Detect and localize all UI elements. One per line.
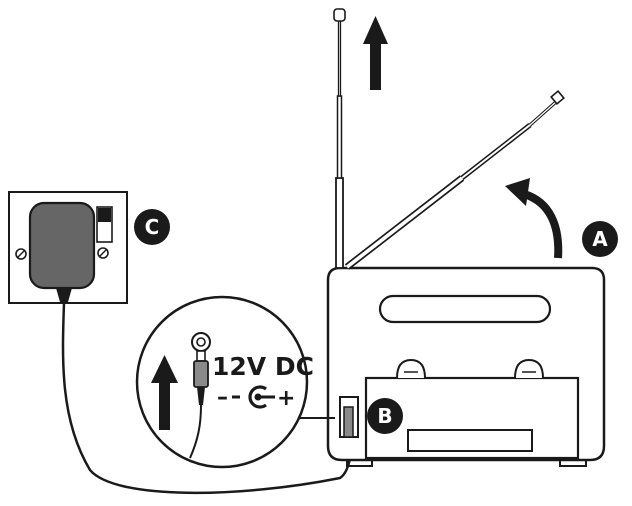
plug-barrel [196, 350, 206, 362]
polarity-positive-sign: + [277, 386, 295, 411]
callout-c: C [134, 209, 170, 245]
dc-plug-inserted [343, 406, 354, 438]
power-adapter [28, 201, 96, 302]
battery-latch-left [396, 358, 426, 379]
polarity-negative-sign: – [217, 385, 228, 410]
callout-b-label: B [377, 404, 392, 428]
plug-strain-relief [197, 387, 205, 405]
adapter-cord-boot [56, 288, 72, 302]
battery-label-panel [407, 429, 533, 452]
radio [326, 266, 606, 467]
dc-plug [189, 332, 211, 459]
adapter-body [28, 201, 96, 290]
battery-latch-right [514, 358, 544, 379]
radio-foot-left [346, 459, 373, 467]
screw-icon [97, 247, 109, 259]
callout-c-label: C [145, 215, 160, 239]
antenna-tip [333, 8, 346, 22]
callout-a: A [582, 221, 618, 257]
callout-b: B [367, 398, 403, 434]
plug-cord [189, 404, 202, 459]
antenna-angled-tip [550, 90, 565, 105]
power-cable [61, 302, 354, 495]
polarity-c-symbol [248, 385, 267, 409]
antenna-angled [344, 90, 565, 270]
magnifier-circle [135, 295, 309, 469]
radio-foot-right [559, 459, 587, 467]
voltage-label: 12V DC [212, 352, 314, 381]
up-arrow-icon [151, 355, 178, 430]
plug-housing [193, 360, 209, 388]
plug-tip-hole [196, 337, 206, 347]
antenna-vertical [333, 8, 346, 269]
outlet-switch-top [98, 208, 111, 222]
carry-handle-slot [378, 294, 552, 324]
callout-a-label: A [592, 227, 608, 251]
detail-magnifier: 12V DC – + [135, 295, 314, 469]
dc-polarity-icon: – + [217, 385, 295, 411]
curved-arrow-icon [505, 178, 563, 259]
screw-icon [15, 248, 27, 260]
up-arrow-icon [363, 16, 388, 90]
